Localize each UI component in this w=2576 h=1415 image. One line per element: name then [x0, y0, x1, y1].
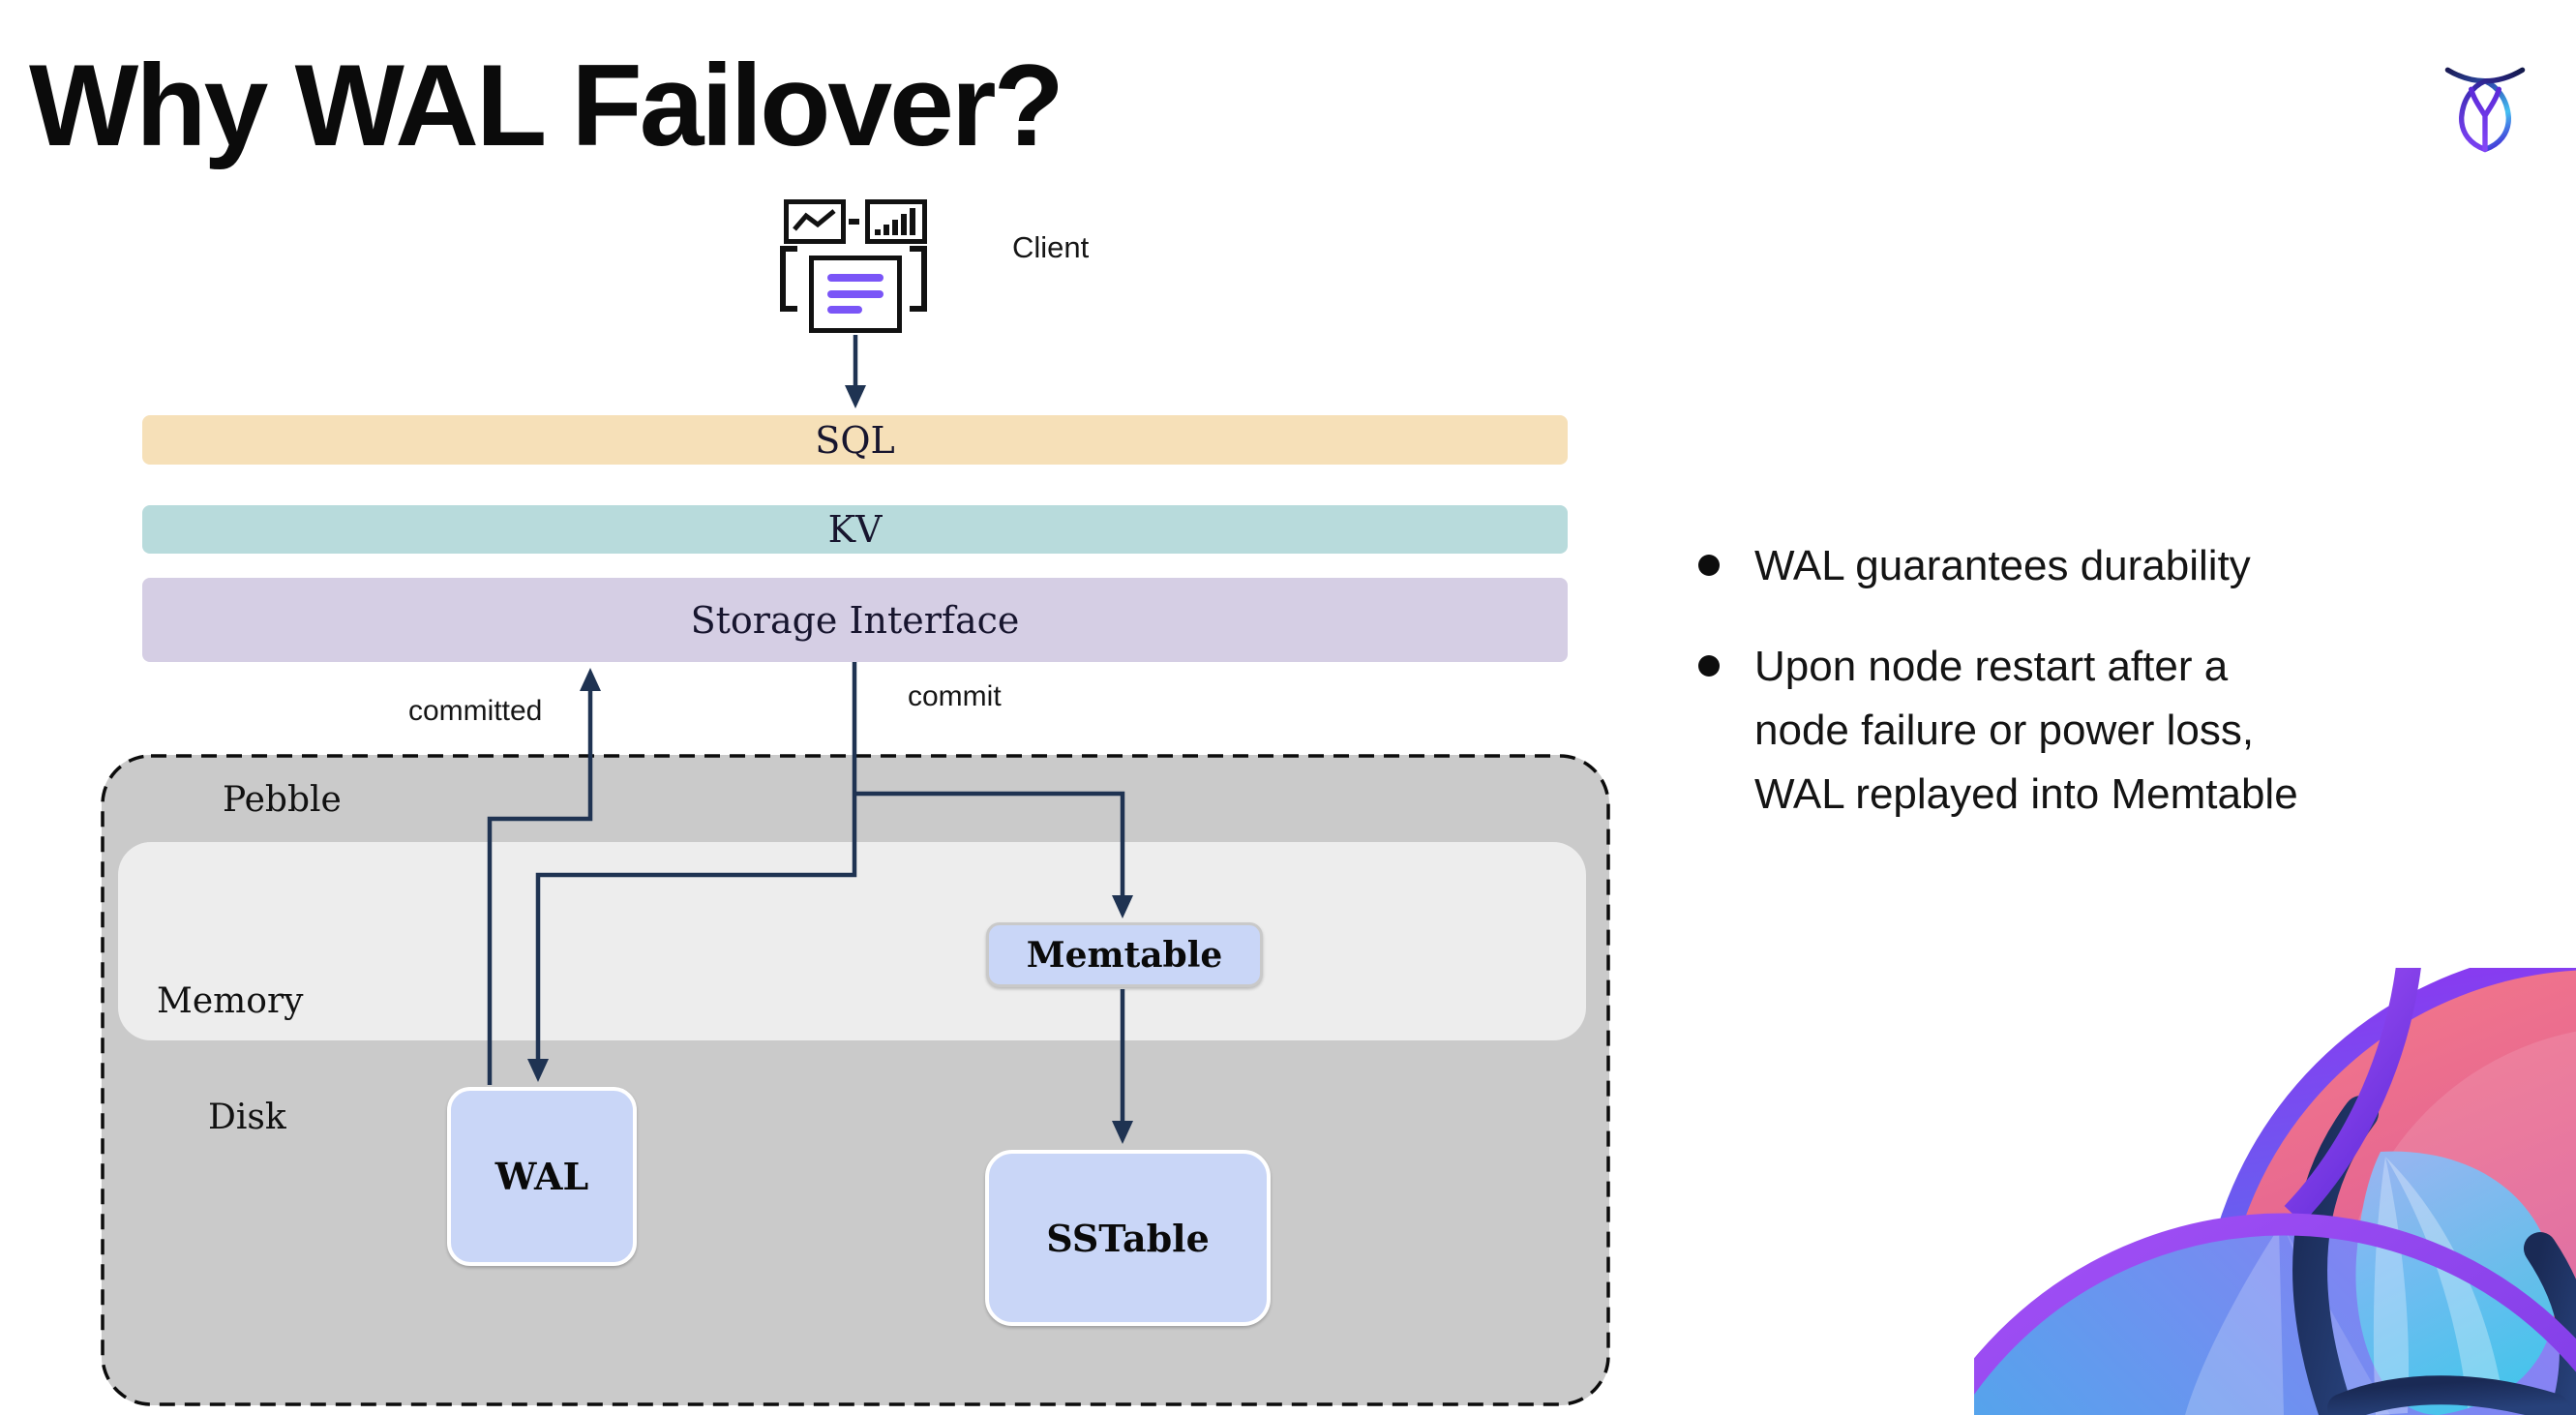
node-memtable-label: Memtable	[1026, 934, 1223, 976]
edge-label-commit: commit	[908, 680, 1002, 712]
pebble-container: Pebble Memory Disk	[102, 755, 1609, 1405]
bullet-list: WAL guarantees durability Upon node rest…	[1698, 534, 2501, 827]
bullet-item: Upon node restart after a node failure o…	[1698, 635, 2501, 827]
pebble-label: Pebble	[223, 780, 342, 820]
node-sstable: SSTable	[985, 1150, 1271, 1326]
layer-kv: KV	[142, 505, 1568, 554]
node-wal: WAL	[447, 1087, 637, 1266]
layer-sql-label: SQL	[815, 418, 895, 462]
document-icon	[809, 256, 902, 333]
layer-storage-interface: Storage Interface	[142, 578, 1568, 662]
memory-band	[118, 842, 1586, 1040]
node-memtable: Memtable	[986, 922, 1263, 987]
layer-storage-label: Storage Interface	[690, 598, 1020, 642]
layer-sql: SQL	[142, 415, 1568, 465]
memory-label: Memory	[157, 981, 304, 1021]
layer-kv-label: KV	[827, 508, 883, 551]
cockroachdb-brand-artwork-icon	[1974, 968, 2576, 1415]
node-wal-label: WAL	[494, 1155, 589, 1198]
bracket-icon	[780, 246, 927, 312]
disk-label: Disk	[208, 1098, 286, 1137]
bar-chart-icon	[865, 199, 927, 244]
bullet-text: WAL guarantees durability	[1754, 542, 2251, 589]
node-sstable-label: SSTable	[1046, 1216, 1210, 1260]
edge-label-committed: committed	[408, 695, 543, 727]
bullet-dot	[1698, 655, 1720, 677]
bullet-item: WAL guarantees durability	[1698, 534, 2501, 598]
line-chart-icon	[784, 199, 846, 244]
client-label: Client	[1012, 230, 1090, 264]
page-title: Why WAL Failover?	[29, 41, 1064, 170]
dash-connector	[849, 219, 859, 225]
cockroachdb-logo	[2444, 67, 2526, 153]
bullet-dot	[1698, 555, 1720, 576]
bullet-text: Upon node restart after a node failure o…	[1754, 643, 2298, 818]
